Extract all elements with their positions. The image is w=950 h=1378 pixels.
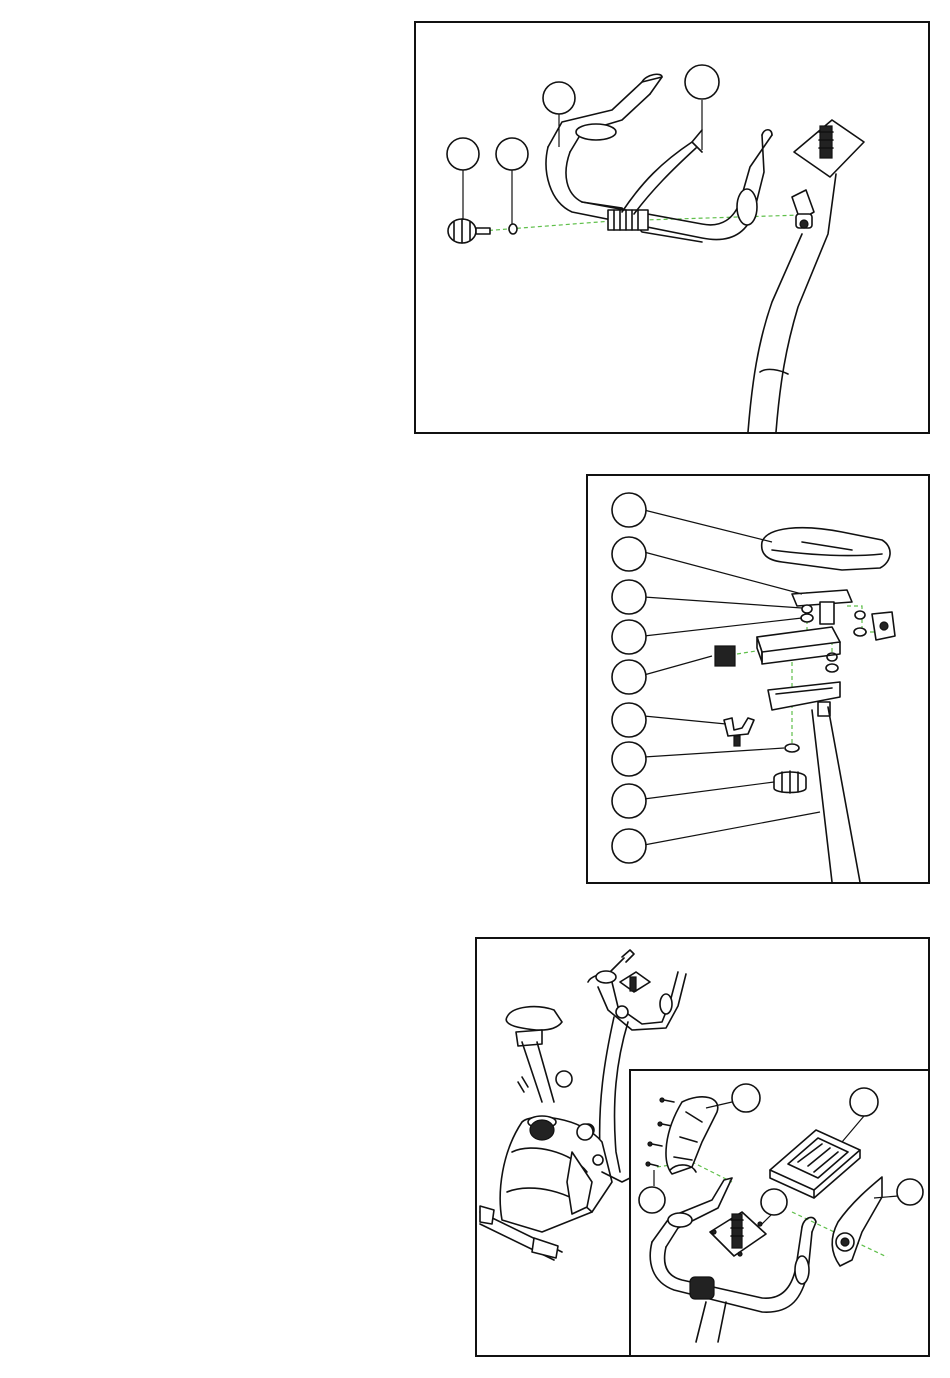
washer — [855, 611, 865, 619]
callout-circle — [897, 1179, 923, 1205]
handlebar-assembly-drawing — [416, 23, 928, 432]
seat-post — [812, 707, 860, 882]
overview-seat — [506, 1007, 562, 1102]
seat-bracket-stem — [820, 602, 834, 624]
overview-body — [500, 1116, 612, 1232]
washer — [785, 744, 799, 752]
nut — [854, 628, 866, 636]
overview-handlebar — [588, 950, 686, 1030]
console-display — [770, 1130, 860, 1198]
callout-circle — [612, 703, 646, 737]
callout-circle — [612, 493, 646, 527]
callout-group — [447, 65, 719, 224]
seat-knob — [774, 771, 806, 793]
callout-circle — [612, 537, 646, 571]
seat-assembly-panel — [586, 474, 930, 884]
callout-circle — [685, 65, 719, 99]
callout-circle — [496, 138, 528, 170]
callout-circle — [850, 1088, 878, 1116]
seat-bracket-plate — [724, 718, 754, 736]
tension-knob — [448, 219, 490, 243]
callout-circle — [612, 580, 646, 614]
callout-circle — [732, 1084, 760, 1112]
callout-circle — [543, 82, 575, 114]
seat-cushion — [762, 528, 890, 570]
seat-assembly-drawing — [588, 476, 928, 882]
callout-circle — [639, 1187, 665, 1213]
callout-circle — [761, 1189, 787, 1215]
washer — [802, 605, 812, 613]
end-cap — [715, 646, 735, 666]
nut — [826, 664, 838, 672]
callout-circle — [612, 660, 646, 694]
console-detail-panel — [629, 1069, 930, 1357]
handlebar — [546, 74, 772, 242]
callout-circle — [612, 742, 646, 776]
console-front-cover — [832, 1177, 882, 1266]
handlebar-post — [748, 120, 864, 432]
callout-circle — [447, 138, 479, 170]
console-rear-cover — [666, 1097, 718, 1174]
console-detail-drawing — [631, 1071, 928, 1355]
callout-circle — [612, 620, 646, 654]
nut — [801, 614, 813, 622]
callout-circle — [556, 1071, 572, 1087]
washer — [509, 224, 517, 234]
console-handlebar — [650, 1178, 816, 1342]
callout-circle — [577, 1124, 593, 1140]
handlebar-assembly-panel — [414, 21, 930, 434]
callout-circle — [612, 829, 646, 863]
console-mounting-plate — [710, 1212, 766, 1256]
callout-circle — [612, 784, 646, 818]
